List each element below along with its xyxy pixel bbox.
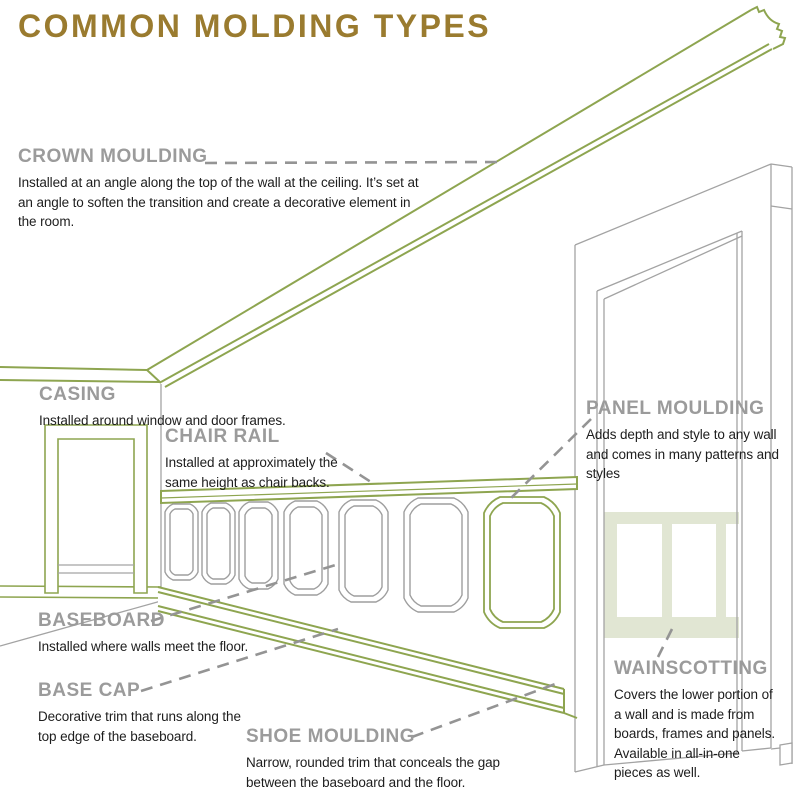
- callout-baseboard: BASEBOARD Installed where walls meet the…: [38, 610, 248, 657]
- panel-moulding-highlight: [483, 496, 561, 629]
- crown-moulding-drawing: [0, 5, 787, 388]
- baseboard-drawing: [157, 586, 578, 719]
- wall-panel: [238, 501, 279, 590]
- base-cap-description: Decorative trim that runs along the top …: [38, 709, 241, 744]
- wall-panel: [201, 502, 236, 585]
- casing-description: Installed around window and door frames.: [39, 413, 286, 428]
- crown-moulding-description: Installed at an angle along the top of t…: [18, 175, 419, 229]
- wall-panel: [403, 497, 469, 613]
- wall-panel: [344, 505, 383, 597]
- baseboard-label: BASEBOARD: [38, 610, 165, 631]
- callout-crown-moulding: CROWN MOULDING Installed at an angle alo…: [18, 146, 419, 232]
- wall-panel: [169, 508, 194, 576]
- wall-panel: [206, 507, 231, 580]
- page-title: COMMON MOLDING TYPES: [18, 8, 492, 44]
- wainscotting-description: Covers the lower portion of a wall and i…: [614, 687, 775, 780]
- wall-panel: [409, 503, 463, 607]
- chair-rail-label: CHAIR RAIL: [165, 426, 280, 447]
- chair-rail-description: Installed at approximately the same heig…: [165, 455, 338, 490]
- callout-panel-moulding: PANEL MOULDING Adds depth and style to a…: [586, 398, 800, 484]
- baseboard-description: Installed where walls meet the floor.: [38, 639, 249, 654]
- callout-chair-rail: CHAIR RAIL Installed at approximately th…: [165, 426, 338, 492]
- wall-panel: [164, 503, 199, 581]
- panel-moulding-label: PANEL MOULDING: [586, 398, 765, 419]
- connector-chair-rail: [325, 451, 375, 486]
- connector-shoe-moulding: [411, 681, 559, 739]
- connector-wainscotting: [656, 628, 674, 658]
- crown-profile-end: [750, 5, 787, 50]
- wainscotting-label: WAINSCOTTING: [614, 658, 768, 679]
- callout-base-cap: BASE CAP Decorative trim that runs along…: [38, 680, 241, 746]
- wall-panels-drawing: [164, 496, 561, 629]
- crown-moulding-label: CROWN MOULDING: [18, 146, 208, 167]
- callout-shoe-moulding: SHOE MOULDING Narrow, rounded trim that …: [246, 726, 500, 792]
- callout-casing: CASING Installed around window and door …: [39, 384, 286, 431]
- connector-base-cap: [140, 627, 339, 693]
- callout-wainscotting: WAINSCOTTING Covers the lower portion of…: [614, 658, 775, 783]
- casing-drawing: [44, 424, 148, 594]
- wall-panel: [289, 506, 323, 590]
- casing-label: CASING: [39, 384, 116, 405]
- door-frame-drawing: [574, 163, 793, 773]
- wall-panel: [244, 507, 273, 584]
- base-cap-label: BASE CAP: [38, 680, 141, 701]
- wainscot-sample-drawing: [604, 512, 739, 638]
- shoe-moulding-label: SHOE MOULDING: [246, 726, 416, 747]
- wall-panel: [338, 499, 389, 603]
- callout-connectors: [140, 160, 674, 739]
- wall-panel: [283, 500, 329, 596]
- panel-moulding-highlight: [489, 502, 555, 623]
- panel-moulding-description: Adds depth and style to any wall and com…: [586, 427, 779, 481]
- connector-baseboard: [150, 561, 343, 623]
- connector-crown-moulding: [204, 160, 498, 165]
- chair-rail-drawing: [160, 475, 578, 505]
- shoe-moulding-description: Narrow, rounded trim that conceals the g…: [246, 755, 500, 790]
